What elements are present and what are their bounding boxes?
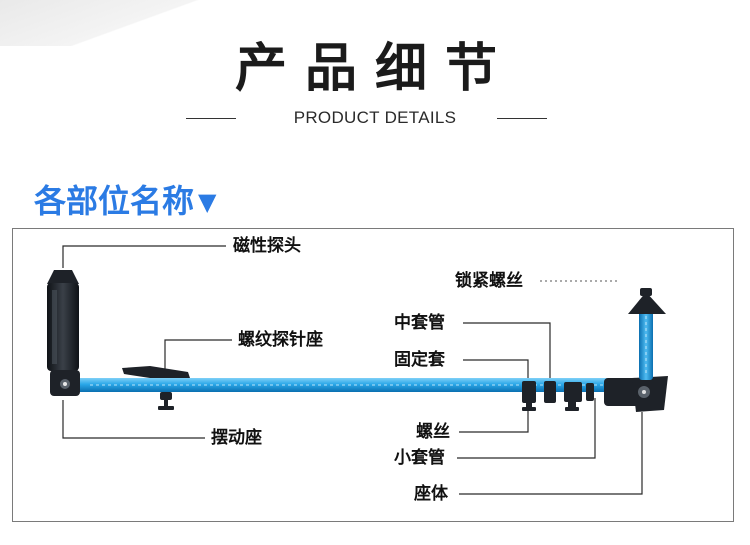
swing-seat-part xyxy=(50,370,80,396)
label-screw: 螺丝 xyxy=(416,422,450,442)
leader-line-small-sleeve xyxy=(457,398,596,459)
label-base: 座体 xyxy=(414,484,448,504)
leader-line-screw xyxy=(459,408,529,433)
leader-line-middle-sleeve xyxy=(463,322,551,388)
section-heading: 各部位名称▼ xyxy=(34,176,216,222)
sleeve-parts xyxy=(522,381,594,411)
label-lock-screw: 锁紧螺丝 xyxy=(455,271,523,291)
base-part xyxy=(604,376,668,412)
leader-line-base xyxy=(459,412,643,495)
title-divider-left xyxy=(186,118,236,119)
leader-line-needle-seat xyxy=(164,339,232,370)
page-subtitle: PRODUCT DETAILS xyxy=(293,108,457,127)
leader-line-magnetic-probe xyxy=(62,245,226,268)
label-middle-sleeve: 中套管 xyxy=(394,313,445,333)
needle-seat-part xyxy=(122,366,190,410)
label-threaded-needle-seat: 螺纹探针座 xyxy=(238,330,323,350)
label-swing-seat: 摆动座 xyxy=(211,428,262,448)
page-title: 产品细节 xyxy=(234,39,515,99)
diagram-panel xyxy=(12,228,734,522)
leader-line-swing-seat xyxy=(62,400,205,439)
magnetic-probe-part xyxy=(47,270,79,371)
label-fixed-sleeve: 固定套 xyxy=(394,350,445,370)
lock-screw-part xyxy=(628,288,666,314)
vertical-rod xyxy=(639,310,653,380)
section-heading-text: 各部位名称 xyxy=(34,182,195,220)
label-magnetic-probe: 磁性探头 xyxy=(233,236,301,256)
triangle-down-icon: ▼ xyxy=(198,188,217,216)
label-small-sleeve: 小套管 xyxy=(394,448,445,468)
leader-line-fixed-sleeve xyxy=(463,359,529,385)
title-divider-right xyxy=(497,118,547,119)
corner-decoration xyxy=(0,0,230,46)
